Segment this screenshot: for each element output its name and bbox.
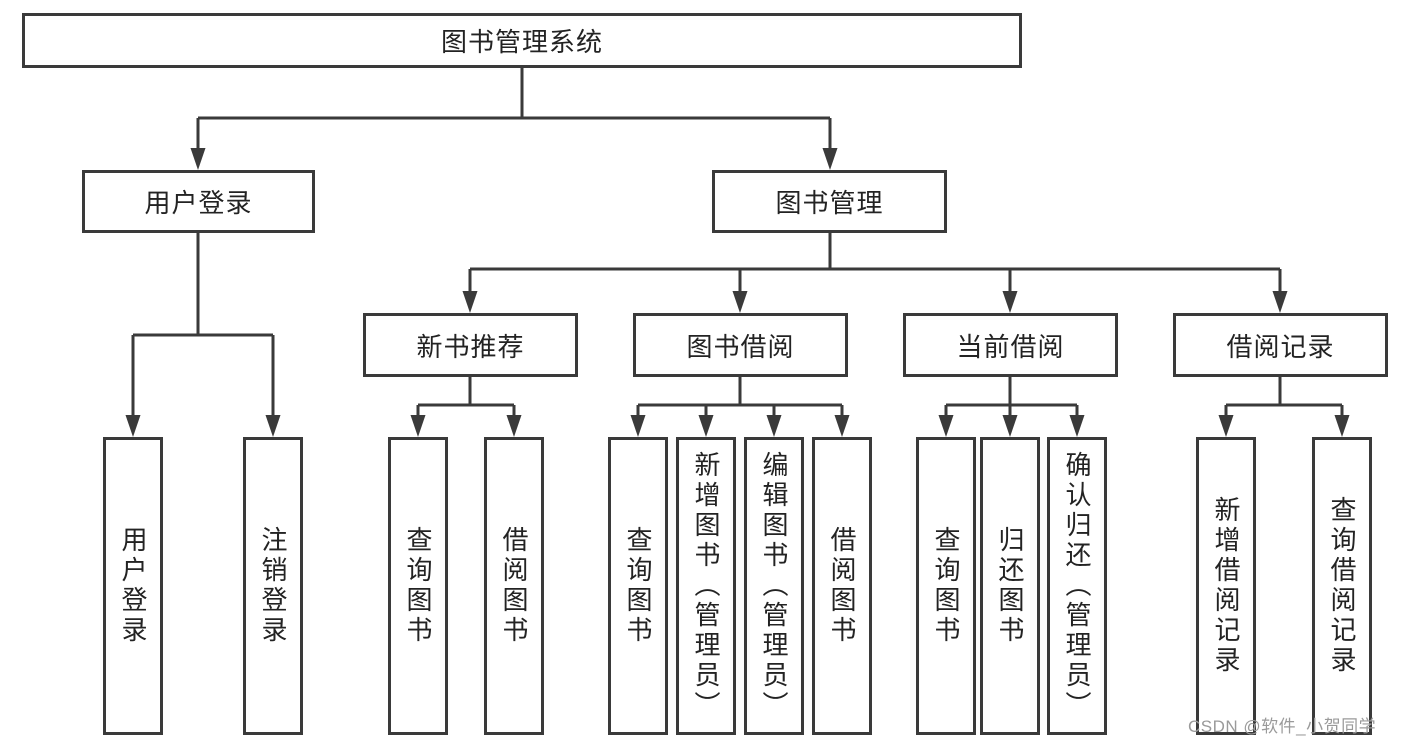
connector-book-borrow-to-leaves [630,377,850,437]
node-label: 编辑图书（管理员） [759,451,789,721]
node-new-book-recommend: 新书推荐 [363,313,578,377]
connector-root-to-level2 [190,68,838,170]
node-label: 借阅图书 [499,526,529,646]
node-label: 图书管理系统 [440,27,603,57]
node-label: 图书借阅 [686,331,795,362]
node-label: 查询借阅记录 [1327,496,1357,676]
node-label: 借阅图书 [827,526,857,646]
node-borrow-book-recommend: 借阅图书 [484,437,544,735]
node-label: 图书管理 [775,188,884,218]
node-add-book-admin: 新增图书（管理员） [676,437,736,735]
node-add-borrow-record: 新增借阅记录 [1196,437,1256,735]
node-user-login-leaf: 用户登录 [103,437,163,735]
connector-new-book-recommend-to-leaves [410,377,522,437]
node-label: 新书推荐 [416,331,525,362]
node-library-management-system: 图书管理系统 [22,13,1022,68]
node-label: 查询图书 [403,526,433,646]
node-borrow-book: 借阅图书 [812,437,872,735]
node-label: 当前借阅 [956,331,1065,362]
node-book-management: 图书管理 [712,170,947,233]
node-label: 用户登录 [144,188,253,218]
node-query-book-current: 查询图书 [916,437,976,735]
node-query-book-recommend: 查询图书 [388,437,448,735]
node-user-login: 用户登录 [82,170,315,233]
node-label: 新增借阅记录 [1211,496,1241,676]
connector-user-login-to-leaves [125,233,281,437]
connector-borrow-records-to-leaves [1218,377,1350,437]
node-confirm-return-admin: 确认归还（管理员） [1047,437,1107,735]
node-book-borrow: 图书借阅 [633,313,848,377]
node-label: 用户登录 [118,526,148,646]
node-query-book-borrow: 查询图书 [608,437,668,735]
node-label: 新增图书（管理员） [691,451,721,721]
node-label: 确认归还（管理员） [1062,451,1092,721]
node-current-borrow: 当前借阅 [903,313,1118,377]
connector-current-borrow-to-leaves [938,377,1085,437]
node-label: 查询图书 [623,526,653,646]
node-logout: 注销登录 [243,437,303,735]
node-label: 查询图书 [931,526,961,646]
node-return-book: 归还图书 [980,437,1040,735]
node-borrow-records: 借阅记录 [1173,313,1388,377]
node-label: 归还图书 [995,526,1025,646]
node-edit-book-admin: 编辑图书（管理员） [744,437,804,735]
node-label: 借阅记录 [1226,331,1335,362]
csdn-watermark: CSDN @软件_小贺同学 [1188,717,1377,736]
node-query-borrow-record: 查询借阅记录 [1312,437,1372,735]
node-label: 注销登录 [258,526,288,646]
connector-book-management-to-level3 [462,233,1288,313]
